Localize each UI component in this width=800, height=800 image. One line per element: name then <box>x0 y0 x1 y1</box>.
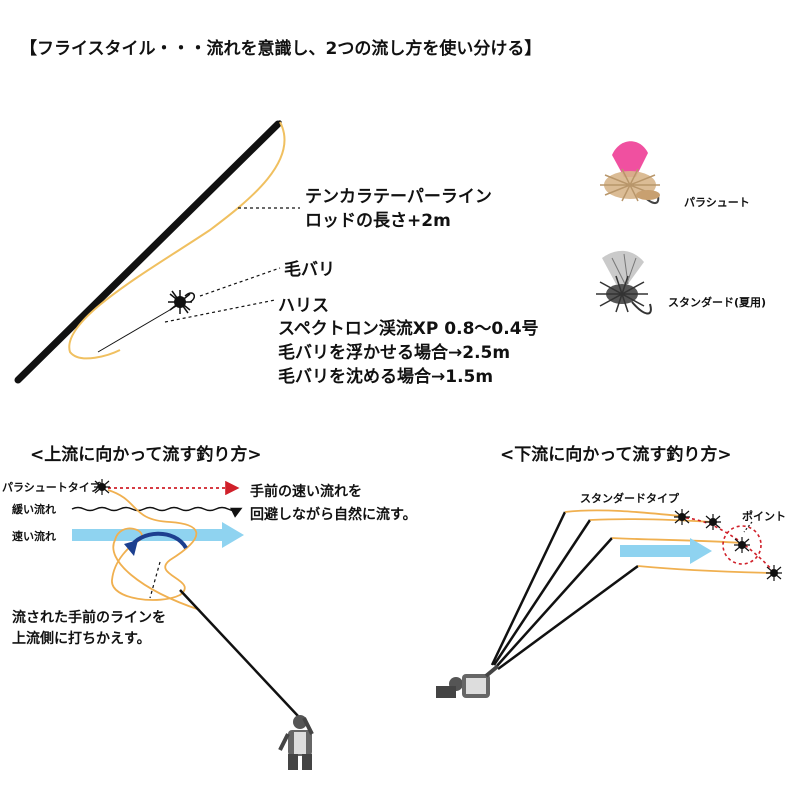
fast-current-label: 速い流れ <box>12 530 56 543</box>
upstream-note-3: 流された手前のラインを <box>12 610 166 626</box>
down-fly-3-icon <box>734 537 750 553</box>
fly-leader <box>199 267 281 297</box>
fly-small-icon <box>168 290 196 314</box>
down-rod-3 <box>495 537 613 668</box>
upstream-diagram <box>71 479 314 770</box>
angler-upstream-icon <box>278 715 314 770</box>
standard-label: スタンダード(夏用) <box>668 296 767 309</box>
down-fly-1-icon <box>674 509 690 525</box>
tippet-leader <box>164 299 276 323</box>
parachute-fly-icon <box>600 141 660 204</box>
point-circle <box>722 525 762 565</box>
down-rod-1 <box>490 511 567 666</box>
down-fly-2-icon <box>705 514 721 530</box>
downstream-heading: <下流に向かって流す釣り方> <box>500 445 732 465</box>
rod-diagram <box>14 119 300 384</box>
down-line-1 <box>564 509 681 517</box>
downstream-diagram <box>436 509 782 698</box>
line-label: テンカラテーパーライン <box>305 187 492 207</box>
down-drift-red <box>685 517 776 574</box>
standard-type-label: スタンダードタイプ <box>580 492 679 505</box>
parachute-label: パラシュート <box>684 196 750 209</box>
upstream-line <box>107 489 201 611</box>
mend-leader <box>149 561 161 599</box>
angler-downstream-icon <box>436 664 500 698</box>
fly-label: 毛バリ <box>284 260 335 280</box>
down-rod-4 <box>497 564 639 671</box>
tenkara-line <box>68 121 286 360</box>
parachute-type-fly-icon <box>94 479 110 495</box>
tippet-line <box>97 303 181 353</box>
slow-current-label: 緩い流れ <box>12 503 56 516</box>
tippet-label: ハリス <box>278 296 329 316</box>
tippet-sink-label: 毛バリを沈める場合→1.5m <box>278 367 494 387</box>
upstream-note-4: 上流側に打ちかえす。 <box>12 631 151 647</box>
upstream-rod <box>179 589 299 717</box>
rod-tip <box>198 119 283 204</box>
tippet-spec-label: スペクトロン渓流XP 0.8〜0.4号 <box>278 319 539 339</box>
slow-current-arrow <box>71 506 243 518</box>
standard-fly-icon <box>596 250 652 315</box>
page-title: 【フライスタイル・・・流れを意識し、2つの流し方を使い分ける】 <box>20 39 542 59</box>
line-length-label: ロッドの長さ+2m <box>305 211 451 231</box>
down-line-3 <box>611 537 743 544</box>
upstream-note-1: 手前の速い流れを <box>250 484 362 500</box>
upstream-note-2: 回避しながら自然に流す。 <box>250 507 417 523</box>
down-line-2 <box>589 518 713 523</box>
parachute-type-label: パラシュートタイプ <box>2 481 101 494</box>
down-fly-4-icon <box>766 565 782 581</box>
upstream-heading: <上流に向かって流す釣り方> <box>30 445 262 465</box>
tippet-float-label: 毛バリを浮かせる場合→2.5m <box>278 343 511 363</box>
down-rod-2 <box>492 519 592 666</box>
down-current-arrow <box>620 545 690 557</box>
down-line-4 <box>637 565 773 574</box>
point-label: ポイント <box>742 510 786 523</box>
